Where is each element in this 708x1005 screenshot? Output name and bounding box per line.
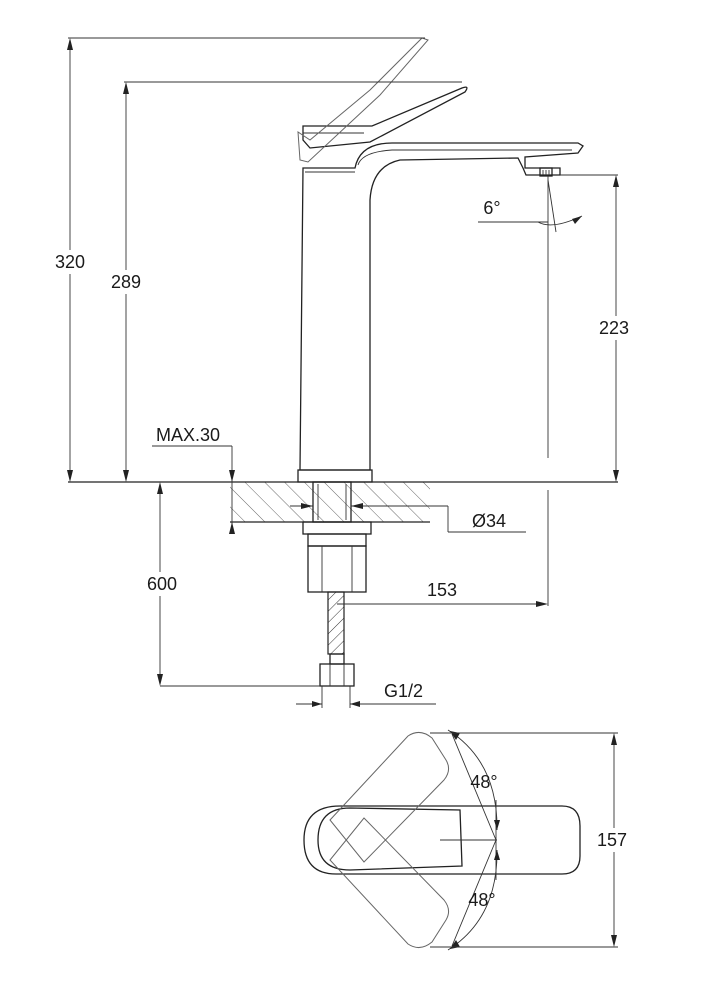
angle-ray-upper xyxy=(451,733,497,841)
dim-223: 223 xyxy=(594,175,638,482)
dim-289-label: 289 xyxy=(111,272,141,292)
base-plate xyxy=(297,469,373,483)
deck-section xyxy=(230,482,430,522)
arrow-upper-start xyxy=(450,731,460,740)
plan-lever-ghost-lower xyxy=(329,817,450,948)
dim-289: 289 xyxy=(104,82,148,482)
dim-157-label: 157 xyxy=(597,830,627,850)
dim-600: 600 xyxy=(140,482,320,687)
hose-ferrule xyxy=(329,653,345,665)
dim-g12-label: G1/2 xyxy=(384,681,423,701)
dim-max30-label: MAX.30 xyxy=(156,425,220,445)
fixing-nut-top xyxy=(307,533,367,547)
dim-320-label: 320 xyxy=(55,252,85,272)
plan-body xyxy=(303,805,581,875)
braided-hose xyxy=(327,591,345,655)
dim-157: 157 xyxy=(430,732,636,948)
dim-223-label: 223 xyxy=(599,318,629,338)
arc-48-upper xyxy=(447,729,498,831)
washer xyxy=(302,521,372,535)
dim-g12: G1/2 xyxy=(296,681,436,708)
dim-48-lower-label: 48° xyxy=(468,890,495,910)
plan-view: 48° 48° 157 xyxy=(303,729,636,951)
dim-153: 153 xyxy=(337,580,548,607)
arc-48-lower xyxy=(447,849,498,951)
dim-320: 320 xyxy=(48,38,92,482)
dim-600-label: 600 xyxy=(147,574,177,594)
hose-nut xyxy=(319,663,355,687)
arrow-lower-end xyxy=(494,850,500,860)
lever-closed xyxy=(302,86,468,149)
aerator xyxy=(539,167,553,177)
angle-ray-lower xyxy=(451,839,497,947)
faucet-body xyxy=(299,142,584,471)
arrow-upper-end xyxy=(494,820,500,830)
dim-max-30: MAX.30 xyxy=(152,425,235,534)
spout-top-edge xyxy=(357,149,572,166)
plan-lever xyxy=(317,807,463,871)
dim-diameter-34: Ø34 xyxy=(290,503,526,533)
plan-lever-ghost-upper xyxy=(329,732,450,863)
dim-153-label: 153 xyxy=(427,580,457,600)
fixing-nut xyxy=(307,545,367,593)
dim-6-label: 6° xyxy=(483,198,500,218)
lever-open-ghost xyxy=(297,37,429,163)
dim-d34-label: Ø34 xyxy=(472,511,506,531)
dim-spout-angle: 6° xyxy=(478,179,583,233)
side-elevation: 320 289 223 6° xyxy=(48,37,638,708)
arrow-lower-start xyxy=(450,940,460,949)
dim-48-upper-label: 48° xyxy=(470,772,497,792)
